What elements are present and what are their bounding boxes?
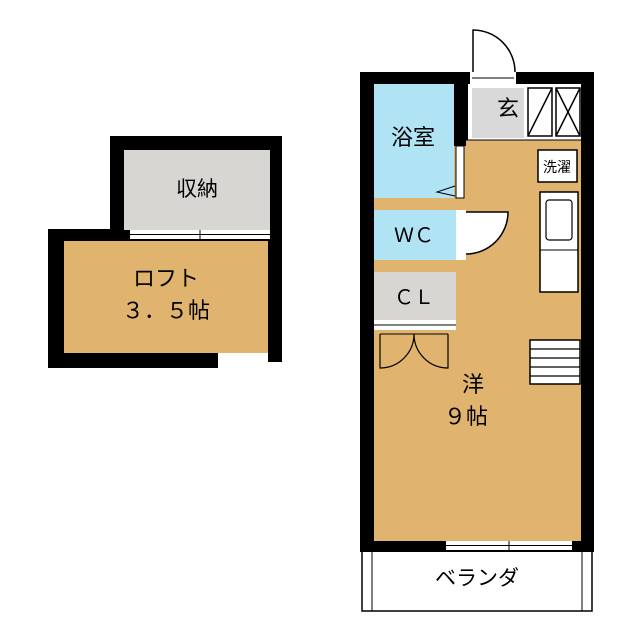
kitchen-counter [539, 191, 579, 293]
western-room-label-line2: ９帖 [444, 405, 488, 430]
laundry-space [537, 149, 578, 183]
loft-floor [64, 241, 268, 353]
balcony-label: ベランダ [435, 566, 519, 590]
balcony-window [446, 541, 572, 550]
bath-label: 浴室 [391, 126, 435, 151]
loft-ladder-gap [218, 353, 268, 368]
loft-storage-room [124, 150, 270, 230]
balcony [361, 547, 593, 612]
entrance-door-icon [470, 29, 516, 84]
toilet-label: ＷＣ [394, 223, 434, 247]
entrance-label: 玄 [497, 97, 519, 122]
entrance-floor [472, 88, 524, 138]
storage-label: 収納 [176, 177, 218, 201]
closet [374, 272, 456, 320]
closet-door-icon [379, 333, 449, 369]
loft-label-line2: ３．５帖 [122, 299, 210, 324]
toilet-room [374, 210, 456, 260]
western-room-label-line1: 洋 [462, 373, 484, 398]
loft-label-line1: ロフト [133, 267, 199, 292]
unit-plan: 玄 浴室 洗濯 ＷＣ ＣＬ 洋 ９帖 ベランダ [360, 29, 594, 612]
loft-plan: 収納 ロフト ３．５帖 [48, 136, 282, 368]
closet-label: ＣＬ [394, 285, 434, 309]
loft-ladder-icon [529, 339, 581, 385]
laundry-label: 洗濯 [543, 160, 571, 176]
bathroom [374, 84, 454, 198]
